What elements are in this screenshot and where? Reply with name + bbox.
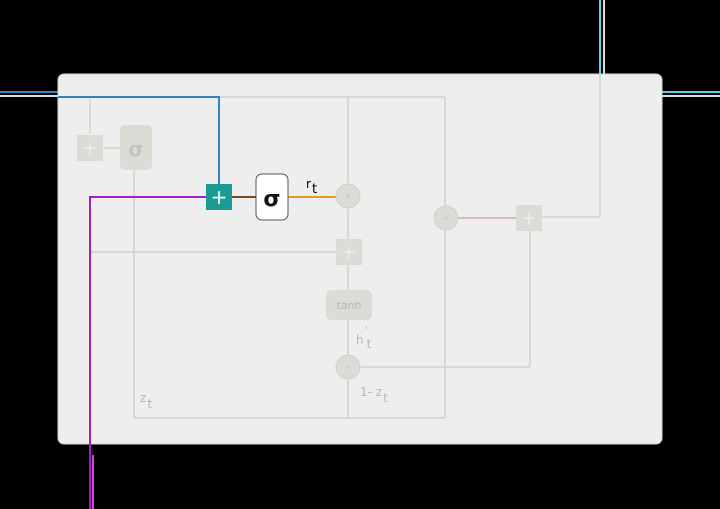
reset-gate-sigma-symbol: σ bbox=[263, 187, 280, 212]
faded-output-adder bbox=[516, 205, 542, 231]
faded-wiring bbox=[58, 74, 601, 419]
faded-tanh-box bbox=[326, 290, 372, 320]
faded-multiply-candidate-dot bbox=[346, 365, 350, 369]
active-line-x-input bbox=[89, 196, 206, 509]
label-one-minus-zt: 1- zt bbox=[360, 385, 388, 405]
faded-multiply-prev-dot bbox=[444, 216, 448, 220]
reset-gate-sigma bbox=[255, 173, 289, 221]
faded-update-sigma-symbol: σ bbox=[128, 137, 144, 161]
faded-tanh-label: tanh bbox=[337, 299, 362, 312]
reset-gate-adder bbox=[206, 184, 232, 210]
active-line-h-prev bbox=[58, 96, 220, 184]
faded-candidate-adder-symbol: + bbox=[341, 242, 356, 263]
faded-output-adder-symbol: + bbox=[521, 208, 536, 229]
faded-update-sigma bbox=[120, 125, 152, 170]
faded-update-adder-symbol: + bbox=[82, 138, 97, 159]
label-h-candidate: h't bbox=[356, 324, 372, 351]
label-zt: zt bbox=[140, 391, 152, 411]
reset-gate-adder-symbol: + bbox=[211, 185, 228, 209]
faded-multiply-reset-dot bbox=[346, 194, 350, 198]
faded-candidate-adder bbox=[336, 239, 362, 265]
label-rt: rt bbox=[306, 177, 317, 197]
faded-update-adder bbox=[77, 135, 103, 161]
